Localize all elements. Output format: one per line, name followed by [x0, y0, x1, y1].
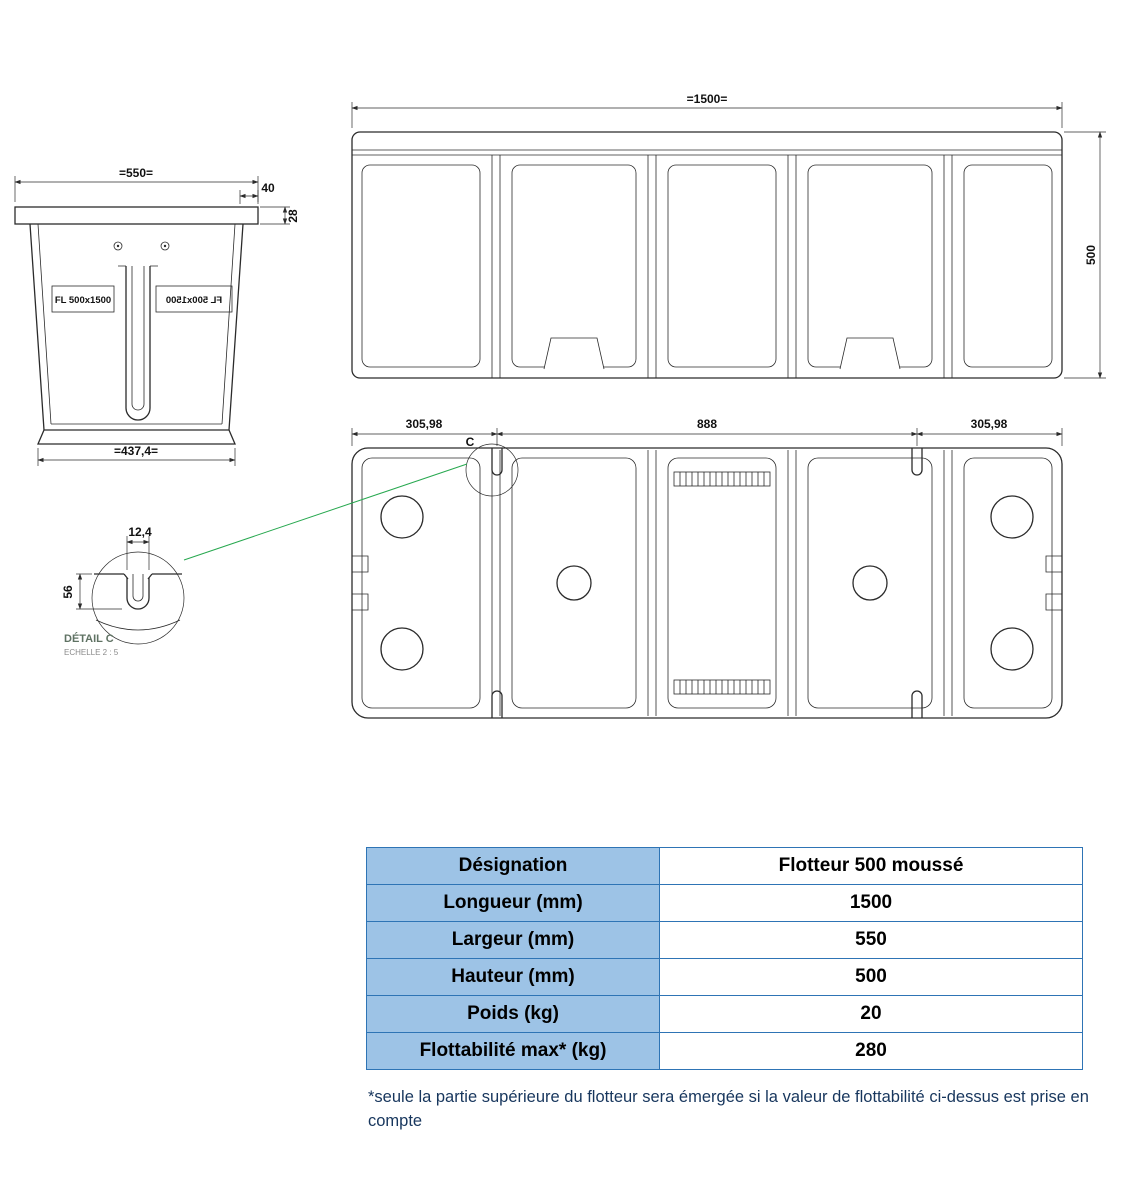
spec-table: Désignation Flotteur 500 moussé Longueur…	[366, 847, 1083, 1070]
side-width-dim: =550=	[119, 166, 153, 180]
top-center-dim: 888	[697, 417, 717, 431]
spec-label: Hauteur (mm)	[366, 958, 660, 996]
spec-label: Poids (kg)	[366, 995, 660, 1033]
front-length-dim: =1500=	[687, 92, 728, 106]
spec-label: Largeur (mm)	[366, 921, 660, 959]
detail-view: 12,4 56 DÉTAIL C ECHELLE 2 : 5	[61, 463, 468, 657]
top-right-dim: 305,98	[971, 417, 1008, 431]
detail-callout-label: C	[466, 435, 475, 449]
footnote-text: *seule la partie supérieure du flotteur …	[368, 1088, 1089, 1130]
spec-value: Flotteur 500 moussé	[659, 847, 1083, 885]
table-row-longueur: Longueur (mm) 1500	[366, 884, 1083, 922]
side-bottom-dim: =437,4=	[114, 444, 158, 458]
flange-height-dim: 28	[286, 209, 300, 223]
table-row-poids: Poids (kg) 20	[366, 995, 1083, 1033]
detail-leader-line	[183, 463, 468, 561]
table-row-flottabilite: Flottabilité max* (kg) 280	[366, 1032, 1083, 1070]
spec-value: 500	[659, 958, 1083, 996]
front-view: =1500= 500	[351, 92, 1106, 379]
detail-callout-circle	[465, 443, 519, 497]
spec-label: Désignation	[366, 847, 660, 885]
plate-label-mirrored: FL 500x1500	[166, 295, 222, 306]
flange-width-dim: 40	[261, 181, 275, 195]
slot-width-dim: 12,4	[128, 525, 152, 539]
spec-value: 1500	[659, 884, 1083, 922]
technical-drawing: =1500= 500	[14, 92, 1106, 719]
spec-label: Flottabilité max* (kg)	[366, 1032, 660, 1070]
spec-value: 280	[659, 1032, 1083, 1070]
plate-label: FL 500x1500	[55, 295, 111, 306]
spec-value: 550	[659, 921, 1083, 959]
top-left-dim: 305,98	[406, 417, 443, 431]
spec-label: Longueur (mm)	[366, 884, 660, 922]
table-row-designation: Désignation Flotteur 500 moussé	[366, 847, 1083, 885]
slot-depth-dim: 56	[61, 585, 75, 599]
top-view: 305,98 888 305,98	[351, 417, 1063, 719]
side-view: =550= FL 500x1500 FL 500x1500	[14, 166, 300, 466]
front-height-dim: 500	[1084, 245, 1098, 265]
detail-title: DÉTAIL C	[64, 632, 114, 645]
table-row-largeur: Largeur (mm) 550	[366, 921, 1083, 959]
spec-value: 20	[659, 995, 1083, 1033]
detail-scale-note: ECHELLE 2 : 5	[64, 648, 119, 657]
table-row-hauteur: Hauteur (mm) 500	[366, 958, 1083, 996]
